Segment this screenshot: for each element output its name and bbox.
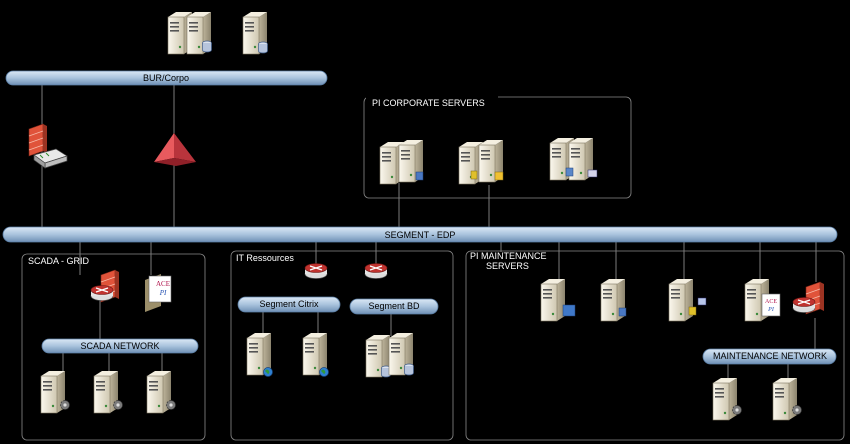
router-icon [90,284,114,302]
ace-pi-document-icon [761,293,781,317]
scada-ace-pi-document: ACE PI [144,273,172,313]
maintenance-server-cluster [540,278,707,322]
pi-maintenance-title-line1: PI MAINTENANCE [470,251,547,261]
segment-edp-bus: SEGMENT - EDP [2,226,838,243]
scada-server-cluster [40,370,176,414]
it-ressources-title: IT Ressources [236,253,294,263]
scada-router-firewall [90,269,120,303]
server-icon [540,278,566,322]
maintenance-ace-pi-document: ACE PI [744,278,781,322]
ace-pi-label: ACE [156,280,170,288]
pi-maintenance-title-line2: SERVERS [486,261,529,271]
database-icon [202,40,212,53]
it-ressources-box: IT Ressources [230,250,454,441]
citrix-server-cluster [246,332,329,377]
scada-network-label: SCADA NETWORK [80,341,159,351]
database-icon [404,363,414,376]
bur-corpo-label: BUR/Corpo [143,73,189,83]
ace-pi-label: PI [159,289,167,297]
bur-corpo-server-cluster [167,11,268,55]
bur-corpo-bus: BUR/Corpo [5,70,328,86]
scada-grid-box: SCADA - GRID [21,253,206,441]
database-icon [258,41,268,54]
pi-maintenance-servers-box: PI MAINTENANCE SERVERS [465,250,845,441]
maintenance-network-servers [712,377,802,421]
ace-pi-label: PI [767,307,775,313]
gear-icon [792,405,802,415]
globe-icon [263,367,273,377]
server-icon [772,377,798,421]
router-icon [304,262,328,280]
maintenance-router-firewall [792,281,825,315]
bd-server-cluster [365,332,414,378]
gear-icon [60,400,70,410]
ace-pi-label: ACE [765,299,777,305]
it-routers [304,262,388,280]
maintenance-network-bus: MAINTENANCE NETWORK [702,348,837,365]
segment-citrix-bus: Segment Citrix [237,296,341,313]
segment-citrix-label: Segment Citrix [259,299,319,309]
globe-icon [319,367,329,377]
gear-icon [166,400,176,410]
scada-grid-title: SCADA - GRID [28,256,90,266]
segment-bd-label: Segment BD [368,301,420,311]
router-icon [792,296,816,314]
gear-icon [732,405,742,415]
segment-edp-label: SEGMENT - EDP [385,230,456,240]
segment-bd-bus: Segment BD [349,298,439,315]
maintenance-network-label: MAINTENANCE NETWORK [713,351,827,361]
router-icon [364,262,388,280]
pi-corporate-servers-title: PI CORPORATE SERVERS [372,98,485,108]
server-icon [712,377,738,421]
switch-icon [33,148,68,169]
scada-network-bus: SCADA NETWORK [41,338,199,354]
pyramid-icon [154,133,196,166]
pi-corporate-server-cluster [379,137,598,185]
pi-corporate-servers-box: PI CORPORATE SERVERS [363,95,632,199]
firewall-icon [28,123,48,157]
gear-icon [113,400,123,410]
